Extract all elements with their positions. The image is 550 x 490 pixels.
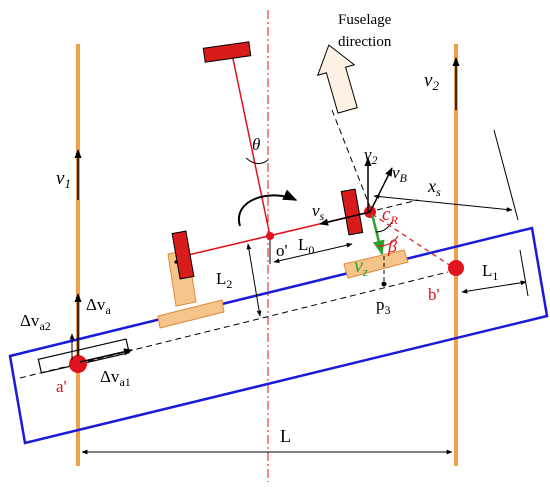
dva1-label: Δva1 bbox=[100, 367, 131, 389]
cR-label: cR bbox=[382, 204, 398, 227]
L1-arrow bbox=[461, 280, 527, 294]
L0-label: L0 bbox=[298, 235, 314, 257]
dva-label: Δva bbox=[86, 295, 111, 317]
fuselage-direction-arrow bbox=[316, 44, 358, 114]
v1-label: v1 bbox=[56, 168, 71, 191]
pendulum-arm bbox=[231, 53, 271, 237]
beta-label: β bbox=[387, 236, 397, 256]
plate-centerline bbox=[19, 271, 449, 379]
L2-arrow bbox=[246, 243, 262, 317]
L1-label: L1 bbox=[482, 261, 498, 283]
vz-label: vz bbox=[354, 255, 368, 279]
xs-label: xs bbox=[427, 176, 441, 199]
v2-right-label: v2 bbox=[424, 70, 439, 93]
rotation-arrow bbox=[237, 189, 298, 227]
vz-arrow bbox=[370, 213, 385, 256]
beta-dashed-line bbox=[371, 213, 455, 269]
o-prime-point bbox=[266, 232, 274, 240]
L-label: L bbox=[280, 426, 291, 446]
dva2-label: Δva2 bbox=[20, 311, 51, 333]
a-prime-label: a' bbox=[56, 377, 67, 396]
body-plate bbox=[8, 226, 549, 445]
xs-right-tick bbox=[493, 129, 519, 221]
o-prime-label: o' bbox=[276, 241, 288, 260]
xs-arrow bbox=[373, 194, 513, 212]
b-prime-point bbox=[448, 260, 464, 276]
p3-label: p3 bbox=[376, 295, 391, 317]
dva1-arrow bbox=[79, 348, 133, 363]
theta-arc bbox=[245, 157, 269, 164]
beta-arc bbox=[377, 235, 399, 247]
b-prime-label: b' bbox=[428, 285, 440, 304]
L0-arrow bbox=[273, 242, 353, 264]
vB-label: vB bbox=[392, 163, 408, 185]
v2-center-label: v2 bbox=[364, 145, 378, 167]
fuselage-dashed-line bbox=[331, 109, 373, 213]
L1-right-tick bbox=[519, 249, 529, 297]
vs-label: vs bbox=[312, 201, 325, 223]
cR-arc bbox=[375, 221, 393, 233]
theta-label: θ bbox=[252, 135, 260, 154]
left-wheel-assembly bbox=[157, 230, 225, 329]
p3-point bbox=[381, 281, 387, 287]
L2-label: L2 bbox=[216, 269, 232, 291]
annotation-line2: direction bbox=[338, 34, 392, 50]
a-prime-point bbox=[69, 355, 87, 373]
annotation-line1: Fuselage bbox=[338, 12, 392, 28]
vs-arrow bbox=[319, 211, 371, 226]
top-wheel bbox=[202, 41, 252, 63]
